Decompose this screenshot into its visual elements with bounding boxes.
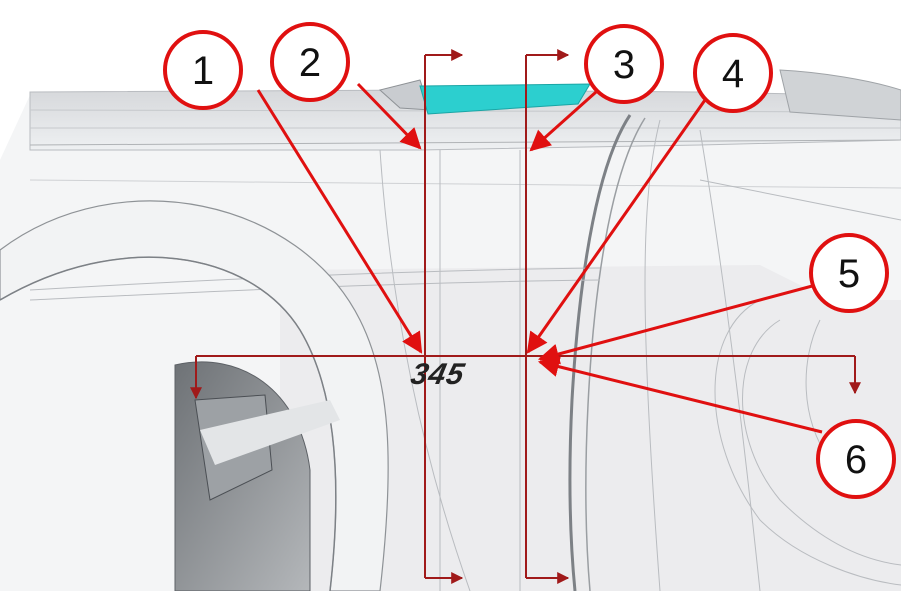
- callout-6: 6: [816, 419, 896, 499]
- callout-1: 1: [163, 30, 243, 110]
- callout-3: 3: [584, 24, 664, 104]
- callout-5: 5: [809, 233, 889, 313]
- leader-line-2: [356, 82, 422, 150]
- callout-label-2: 2: [299, 41, 321, 85]
- callout-label-1: 1: [192, 49, 214, 93]
- leader-line-5: [537, 283, 817, 365]
- callout-label-3: 3: [613, 43, 635, 87]
- model-badge: 345: [408, 358, 468, 391]
- callout-label-4: 4: [722, 52, 744, 96]
- callout-label-5: 5: [838, 252, 860, 296]
- section-cut-lines: [190, 49, 861, 584]
- wheel-arch: [0, 200, 389, 591]
- leader-lines: [256, 82, 823, 434]
- callout-label-6: 6: [845, 438, 867, 482]
- leader-line-6: [537, 356, 823, 434]
- callout-4: 4: [693, 33, 773, 113]
- leader-line-4: [526, 99, 707, 354]
- body-panel-lines: [29, 114, 901, 591]
- leader-line-1: [256, 89, 423, 354]
- leader-line-3: [529, 90, 597, 152]
- callout-2: 2: [270, 22, 350, 102]
- roof-rail: [29, 69, 901, 189]
